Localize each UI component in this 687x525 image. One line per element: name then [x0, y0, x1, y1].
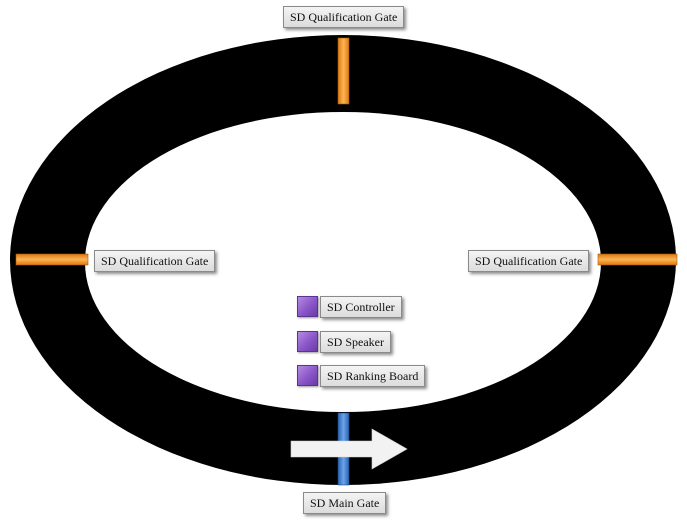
qualification-gate-left-marker [15, 253, 89, 266]
direction-arrow-icon [290, 428, 408, 470]
speaker-legend-label: SD Speaker [320, 331, 391, 353]
main-gate-label: SD Main Gate [303, 492, 387, 514]
qualification-gate-top-label: SD Qualification Gate [283, 6, 405, 28]
qualification-gate-right-marker [597, 253, 678, 266]
controller-legend-swatch [297, 296, 318, 317]
qualification-gate-right-label: SD Qualification Gate [468, 250, 590, 272]
speaker-legend-swatch [297, 331, 318, 352]
ranking-board-legend-swatch [297, 365, 318, 386]
qualification-gate-left-label: SD Qualification Gate [94, 250, 216, 272]
controller-legend-label: SD Controller [320, 296, 402, 318]
qualification-gate-top-marker [337, 37, 350, 105]
ranking-board-legend-label: SD Ranking Board [320, 365, 426, 387]
